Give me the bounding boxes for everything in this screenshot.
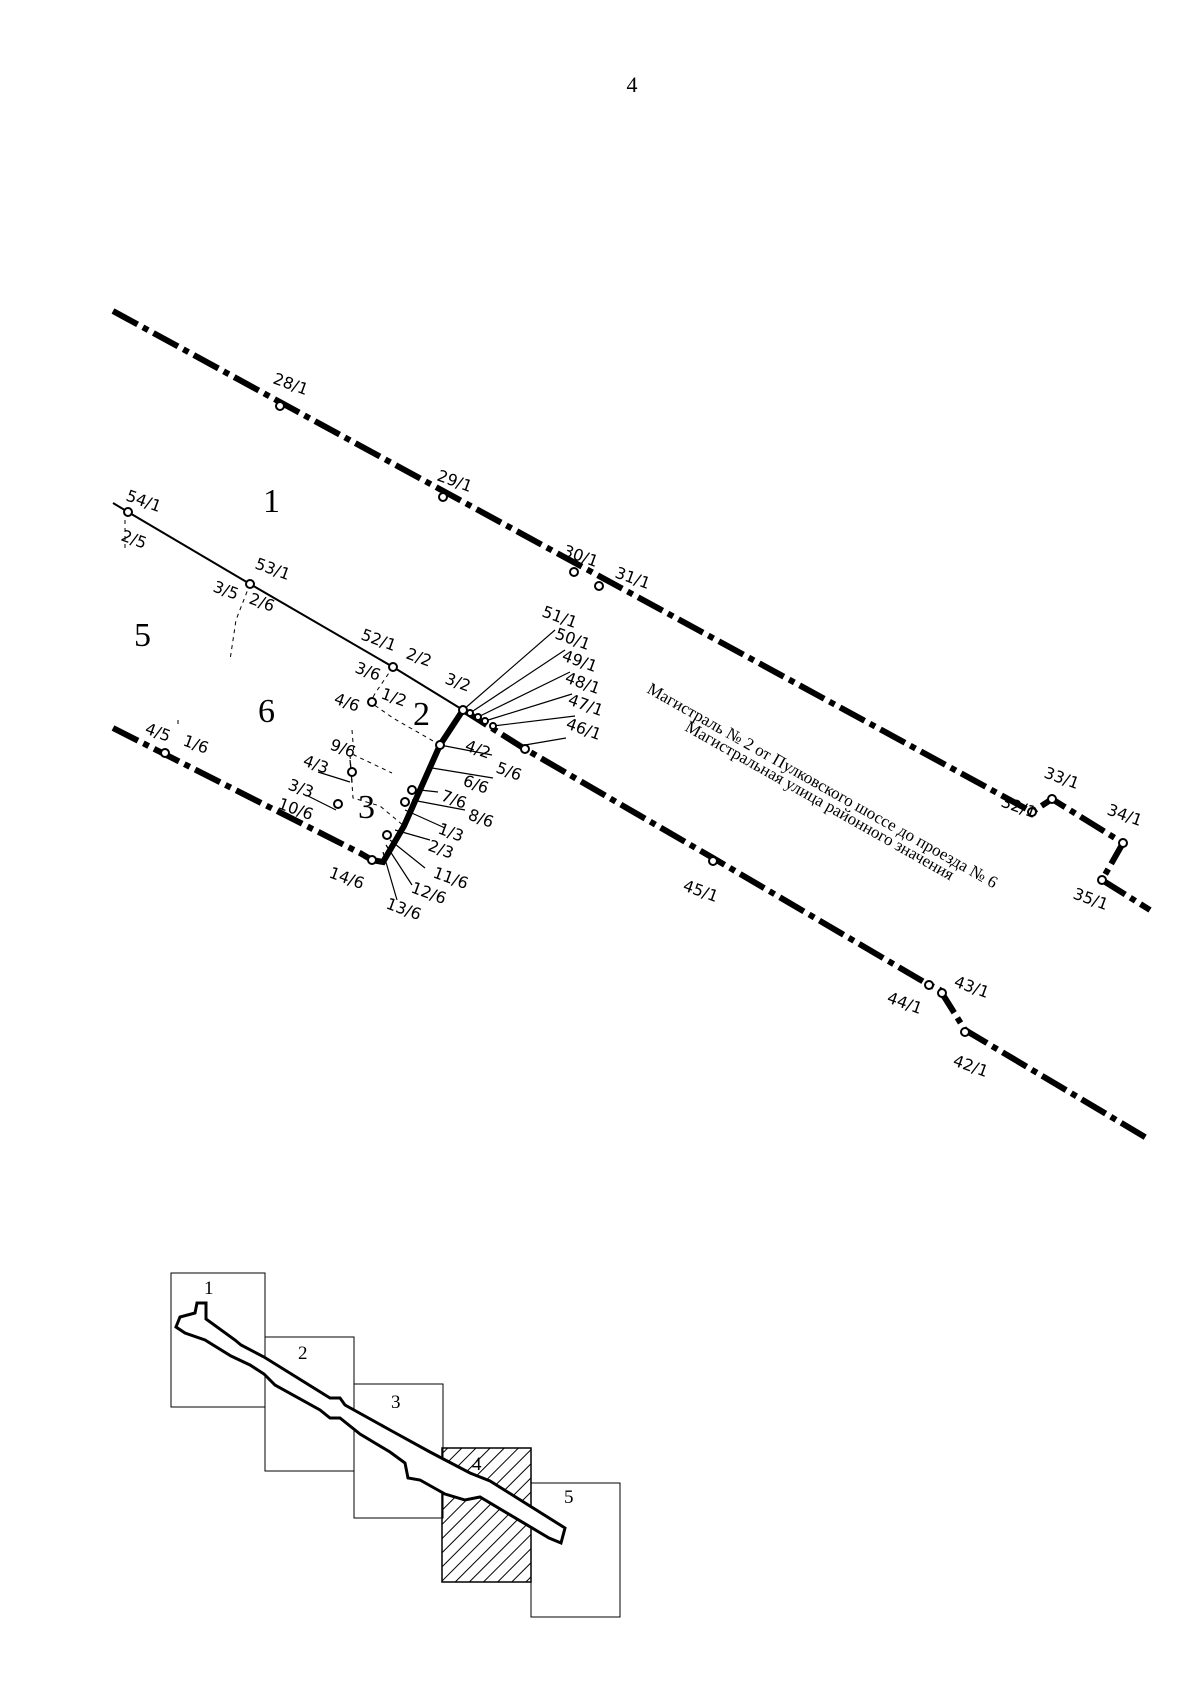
- label-35-1: 35/1: [1071, 884, 1111, 914]
- label-3-6: 3/6: [353, 658, 384, 685]
- label-4-2: 4/2: [463, 736, 494, 763]
- zone-1: 1: [263, 483, 280, 520]
- sheet-label-3: 3: [391, 1392, 401, 1413]
- label-1-2: 1/2: [379, 684, 410, 711]
- site-outline: [174, 1301, 567, 1546]
- zone-2: 2: [413, 696, 430, 733]
- sheet-3-box: [353, 1383, 444, 1519]
- lower-boundary-line: [111, 707, 1152, 1143]
- sheet-label-2: 2: [298, 1343, 308, 1364]
- street-label-class: Магистральная улица районного значения: [682, 717, 958, 884]
- label-4-3: 4/3: [301, 751, 332, 778]
- label-2-5: 2/5: [119, 526, 150, 553]
- page-number: 4: [626, 72, 638, 97]
- sheet-5-box: [530, 1482, 621, 1618]
- survey-points: [123, 401, 1128, 1037]
- label-5-6: 5/6: [494, 758, 525, 785]
- zone-labels: 1 2 3 5 6: [134, 483, 430, 826]
- sheet-label-4: 4: [472, 1454, 482, 1475]
- label-28-1: 28/1: [271, 369, 311, 399]
- sheet-label-5: 5: [564, 1487, 574, 1508]
- street-label-main: Магистраль № 2 от Пулковского шоссе до п…: [644, 679, 1001, 892]
- label-9-6: 9/6: [328, 735, 359, 762]
- middle-boundary-line: [112, 502, 464, 711]
- label-2-2: 2/2: [404, 644, 435, 671]
- label-2-6: 2/6: [247, 589, 278, 616]
- street-labels: Магистраль № 2 от Пулковского шоссе до п…: [644, 679, 1001, 892]
- label-43-1: 43/1: [952, 972, 992, 1002]
- label-4-5: 4/5: [143, 719, 174, 746]
- label-42-1: 42/1: [951, 1051, 991, 1081]
- leader-lines: [307, 629, 576, 901]
- label-3-5: 3/5: [211, 577, 242, 604]
- zone-6: 6: [258, 693, 275, 730]
- label-3-2: 3/2: [443, 669, 474, 696]
- zone-3: 3: [358, 789, 375, 826]
- label-53-1: 53/1: [253, 554, 293, 584]
- index-map: 1 2 3 4 5: [170, 1272, 621, 1618]
- zone-5: 5: [134, 617, 151, 654]
- label-34-1: 34/1: [1105, 800, 1145, 830]
- label-44-1: 44/1: [885, 988, 925, 1018]
- connector-line: [371, 708, 466, 866]
- label-1-6: 1/6: [181, 731, 212, 758]
- label-32-1: 32/1: [999, 792, 1039, 822]
- label-4-6: 4/6: [332, 689, 363, 716]
- label-14-6: 14/6: [327, 863, 367, 893]
- label-45-1: 45/1: [681, 876, 721, 906]
- label-8-6: 8/6: [466, 805, 497, 832]
- sheet-label-1: 1: [204, 1278, 214, 1299]
- label-33-1: 33/1: [1042, 763, 1082, 793]
- upper-boundary-line: [111, 308, 1152, 913]
